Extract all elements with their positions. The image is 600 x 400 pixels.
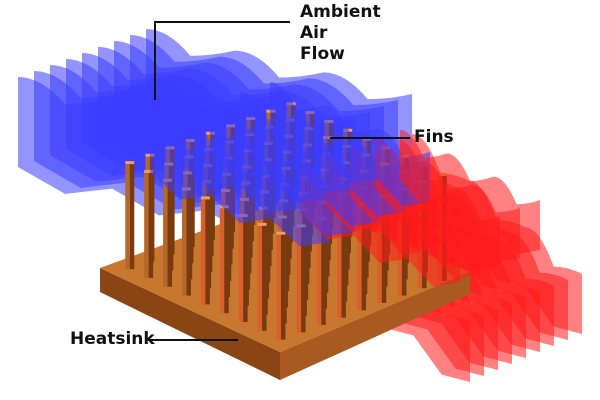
pin-face-dark [280,234,286,340]
leader-lines [148,21,410,341]
pin-face-dark [148,172,154,278]
pin-fin [219,205,229,314]
pin-fin [163,178,173,287]
pin-face-dark [186,190,191,296]
pin-face-light [296,227,302,333]
pin-face-light [336,212,342,318]
label-line: Ambient [300,2,381,22]
pin-face-light [357,205,362,311]
pin-fin [144,169,154,278]
label-line: Air [300,23,328,43]
pin-top [145,153,155,157]
pin-fin [276,231,286,340]
pin-top [125,161,135,165]
pin-face-light [200,199,206,305]
pin-face-light [257,225,263,331]
base-left-side [100,268,280,380]
pin-fin [257,222,267,331]
pin-face-dark [361,205,367,311]
pin-fin [200,196,210,305]
pin-fin [181,187,191,296]
base-right-side [280,272,470,380]
fins [125,82,540,340]
cool-air-overlay [270,82,430,207]
pin-face-dark [243,217,248,323]
pin-face-light [316,219,322,325]
pin-face-dark [205,199,210,305]
pin-top [200,196,210,200]
pin-face-light [238,217,244,323]
hot-air-overlay [400,130,540,255]
pin-face-light [276,234,281,340]
pin-face-dark [129,164,135,270]
pin-fin [125,161,135,270]
pin-face-dark [167,181,173,287]
pin-top [144,169,154,173]
pin-face-light [219,208,225,314]
heatsink-label: Heatsink [70,329,155,349]
pin-face-dark [224,208,229,314]
air-flow-leader [154,21,290,100]
pin-fin [238,214,248,323]
pin-face-dark [301,227,306,333]
pin-face-dark [321,219,326,325]
pin-top [257,222,267,226]
pin-top [276,231,286,235]
pin-face-light [163,181,168,287]
pin-face-dark [341,212,346,318]
ambient-air-flow-label: Ambient Air Flow [300,2,381,65]
label-line: Flow [300,44,345,64]
pin-face-light [125,164,130,270]
pin-face-light [144,172,149,278]
pin-face-dark [262,225,267,331]
fins-label: Fins [414,127,454,147]
pin-face-light [181,190,187,296]
